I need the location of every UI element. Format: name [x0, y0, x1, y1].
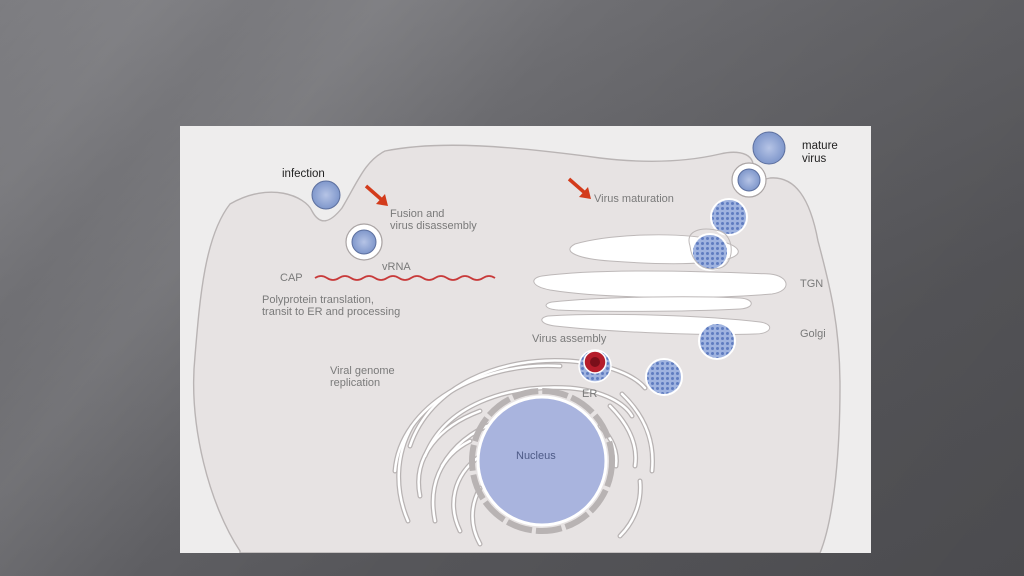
- label-golgi: Golgi: [800, 328, 826, 340]
- maturation-arrow: [567, 177, 591, 199]
- fusion-arrow: [364, 184, 388, 206]
- label-virus-assembly: Virus assembly: [532, 333, 607, 345]
- label-tgn: TGN: [800, 278, 824, 290]
- label-cap: CAP: [280, 272, 303, 284]
- mature-virions: [731, 131, 786, 198]
- label-polyprotein: Polyprotein translation, transit to ER a…: [262, 294, 401, 318]
- virus-lifecycle-figure: infection Fusion and virus disassembly V…: [180, 126, 871, 553]
- vrna-strand: [314, 275, 496, 281]
- immature-virions: [645, 198, 748, 396]
- virus-assembly-site: [578, 349, 612, 383]
- label-maturation: Virus maturation: [594, 193, 674, 205]
- label-fusion: Fusion and virus disassembly: [390, 208, 477, 232]
- infecting-virus: [311, 180, 341, 210]
- budding-vesicle: [688, 228, 732, 270]
- label-replication: Viral genome replication: [330, 365, 395, 389]
- label-mature-virus: mature virus: [802, 140, 838, 165]
- label-nucleus: Nucleus: [516, 450, 556, 462]
- tgn-cisterna-2: [533, 270, 787, 298]
- cell-diagram: [192, 131, 841, 553]
- label-vrna: vRNA: [382, 261, 411, 273]
- er-network-lumen: [393, 359, 654, 546]
- nuclear-envelope: [469, 388, 615, 534]
- label-infection: infection: [282, 168, 325, 180]
- endosome-virus: [351, 229, 377, 255]
- golgi-cisterna-1: [545, 296, 752, 312]
- nucleus: [476, 395, 608, 527]
- label-er: ER: [582, 388, 598, 400]
